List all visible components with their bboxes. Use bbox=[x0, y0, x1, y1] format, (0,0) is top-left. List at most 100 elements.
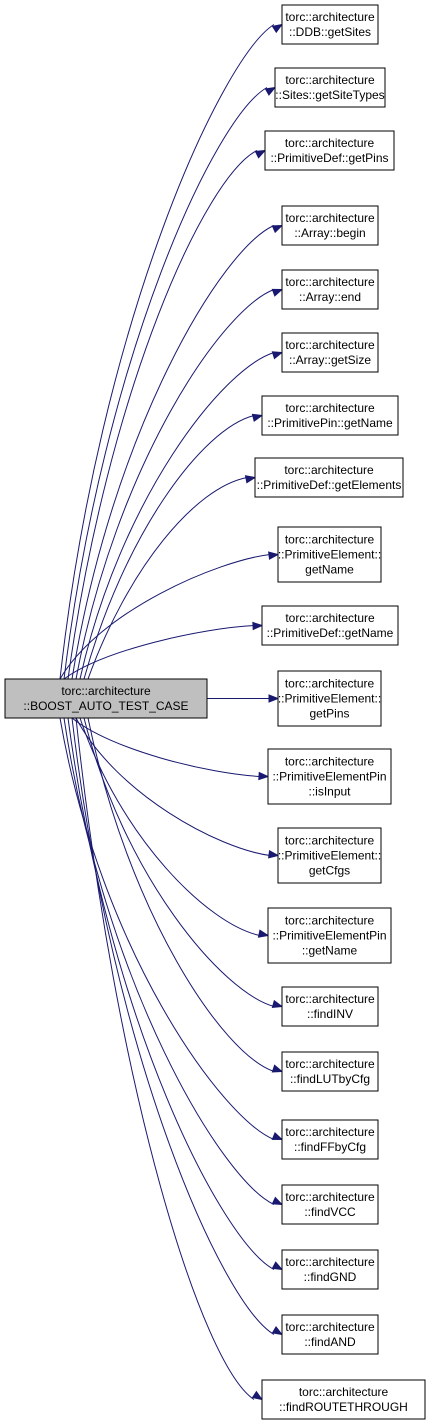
arrowhead bbox=[251, 1390, 264, 1401]
arrowhead bbox=[271, 1326, 284, 1336]
callee-node-n10-box bbox=[261, 605, 399, 646]
callee-node-n1[interactable]: torc::architecture::DDB::getSites bbox=[281, 4, 379, 45]
arrowhead bbox=[271, 1132, 284, 1141]
callee-node-n5-label-line: ::Array::end bbox=[299, 290, 361, 304]
callee-node-n8-box bbox=[254, 457, 404, 498]
arrowhead bbox=[271, 1064, 284, 1073]
call-edge bbox=[71, 717, 270, 781]
callee-node-n16-box bbox=[281, 1051, 379, 1092]
callee-node-n3[interactable]: torc::architecture::PrimitiveDef::getPin… bbox=[264, 130, 395, 171]
call-edge bbox=[83, 413, 264, 680]
arrowhead bbox=[258, 771, 270, 781]
callee-node-n6-label-line: ::Array::getSize bbox=[289, 353, 371, 367]
callee-node-n13-box bbox=[277, 827, 382, 884]
callee-node-n9-label-line: torc::architecture bbox=[285, 533, 375, 547]
arrowhead bbox=[244, 475, 257, 484]
callee-node-n8-label-line: torc::architecture bbox=[284, 463, 374, 477]
call-edge bbox=[75, 288, 284, 680]
callee-node-n16-label-line: ::findLUTbyCfg bbox=[290, 1072, 370, 1086]
callee-node-n6[interactable]: torc::architecture::Array::getSize bbox=[281, 332, 379, 373]
callee-node-n3-label-line: ::PrimitiveDef::getPins bbox=[270, 151, 388, 165]
edge-line bbox=[87, 717, 275, 1072]
callee-node-n20-box bbox=[281, 1314, 379, 1355]
callee-node-n17-label-line: ::findFFbyCfg bbox=[294, 1140, 366, 1154]
callee-node-n18-label-line: ::findVCC bbox=[304, 1205, 356, 1219]
callee-node-n3-label-line: torc::architecture bbox=[285, 136, 375, 150]
call-edge bbox=[59, 717, 284, 1141]
callee-node-n19-label-line: torc::architecture bbox=[285, 1255, 375, 1269]
callee-node-n13-label-line: torc::architecture bbox=[285, 834, 375, 848]
callee-node-n1-box bbox=[281, 4, 379, 45]
callee-node-n5-label-line: torc::architecture bbox=[285, 275, 375, 289]
callee-node-n21-box bbox=[261, 1379, 426, 1420]
call-edge bbox=[87, 717, 284, 1073]
call-edge bbox=[79, 351, 284, 680]
callee-node-n15-label-line: ::findINV bbox=[307, 1007, 353, 1021]
arrowhead bbox=[252, 621, 264, 631]
callee-node-n20[interactable]: torc::architecture::findAND bbox=[281, 1314, 379, 1355]
edge-line bbox=[59, 554, 271, 680]
edge-line bbox=[63, 87, 268, 680]
callee-node-n5[interactable]: torc::architecture::Array::end bbox=[281, 269, 379, 310]
arrowhead bbox=[257, 929, 270, 938]
callee-node-n12[interactable]: torc::architecture::PrimitiveElementPin:… bbox=[267, 748, 392, 805]
callee-node-n11[interactable]: torc::architecture::PrimitiveElement::ge… bbox=[277, 670, 382, 727]
edge-line bbox=[75, 289, 275, 680]
callee-node-n8[interactable]: torc::architecture::PrimitiveDef::getEle… bbox=[254, 457, 404, 498]
callee-node-n11-label-line: ::PrimitiveElement:: bbox=[278, 692, 381, 706]
callee-node-n10[interactable]: torc::architecture::PrimitiveDef::getNam… bbox=[261, 605, 399, 646]
callee-node-n18[interactable]: torc::architecture::findVCC bbox=[281, 1184, 379, 1225]
call-edge bbox=[75, 717, 264, 1401]
callee-node-n10-label-line: ::PrimitiveDef::getName bbox=[267, 626, 394, 640]
callee-node-n17[interactable]: torc::architecture::findFFbyCfg bbox=[281, 1119, 379, 1160]
callee-node-n3-box bbox=[264, 130, 395, 171]
edge-line bbox=[79, 717, 261, 936]
edge-line bbox=[71, 225, 275, 680]
callee-node-n11-label-line: torc::architecture bbox=[285, 677, 375, 691]
callee-node-n12-label-line: ::PrimitiveElementPin bbox=[272, 770, 386, 784]
callee-node-n11-box bbox=[277, 670, 382, 727]
callee-node-n2[interactable]: torc::architecture::Sites::getSiteTypes bbox=[274, 67, 386, 108]
edge-line bbox=[79, 352, 275, 680]
edge-line bbox=[75, 717, 255, 1400]
arrowhead bbox=[271, 351, 284, 360]
arrowhead bbox=[271, 999, 284, 1009]
callee-node-n15-box bbox=[281, 986, 379, 1027]
call-edge bbox=[71, 224, 284, 680]
call-edge bbox=[67, 717, 284, 1271]
callee-node-n21[interactable]: torc::architecture::findROUTETHROUGH bbox=[261, 1379, 426, 1420]
call-edge bbox=[59, 551, 280, 680]
arrowhead bbox=[251, 413, 264, 422]
callee-node-n12-box bbox=[267, 748, 392, 805]
callee-node-n14[interactable]: torc::architecture::PrimitiveElementPin:… bbox=[267, 907, 392, 964]
arrowhead bbox=[271, 288, 284, 297]
callee-node-n16[interactable]: torc::architecture::findLUTbyCfg bbox=[281, 1051, 379, 1092]
callee-node-n4[interactable]: torc::architecture::Array::begin bbox=[281, 205, 379, 246]
call-edge bbox=[63, 621, 264, 680]
callee-node-n21-label-line: torc::architecture bbox=[299, 1385, 389, 1399]
callee-node-n14-label-line: ::getName bbox=[302, 944, 358, 958]
call-edge bbox=[67, 149, 267, 680]
call-edge bbox=[87, 475, 257, 680]
callee-node-n17-box bbox=[281, 1119, 379, 1160]
callee-node-n7-box bbox=[261, 395, 399, 436]
source-node[interactable]: torc::architecture::BOOST_AUTO_TEST_CASE bbox=[4, 678, 208, 719]
source-node-label-line: ::BOOST_AUTO_TEST_CASE bbox=[23, 699, 188, 713]
edge-line bbox=[83, 717, 275, 1007]
edge-line bbox=[63, 717, 275, 1205]
call-edge bbox=[83, 717, 284, 1009]
arrowhead bbox=[271, 23, 284, 34]
callee-node-n13[interactable]: torc::architecture::PrimitiveElement::ge… bbox=[277, 827, 382, 884]
callee-node-n5-box bbox=[281, 269, 379, 310]
source-node-label-line: torc::architecture bbox=[61, 684, 151, 698]
callee-node-n19[interactable]: torc::architecture::findGND bbox=[281, 1249, 379, 1290]
edge-line bbox=[83, 415, 255, 680]
callee-node-n14-box bbox=[267, 907, 392, 964]
callee-node-n18-box bbox=[281, 1184, 379, 1225]
callee-node-n14-label-line: torc::architecture bbox=[285, 914, 375, 928]
callee-node-n15[interactable]: torc::architecture::findINV bbox=[281, 986, 379, 1027]
callee-node-n20-label-line: torc::architecture bbox=[285, 1320, 375, 1334]
callee-node-n9[interactable]: torc::architecture::PrimitiveElement::ge… bbox=[277, 526, 382, 583]
edge-line bbox=[67, 717, 275, 1270]
callee-node-n7[interactable]: torc::architecture::PrimitivePin::getNam… bbox=[261, 395, 399, 436]
